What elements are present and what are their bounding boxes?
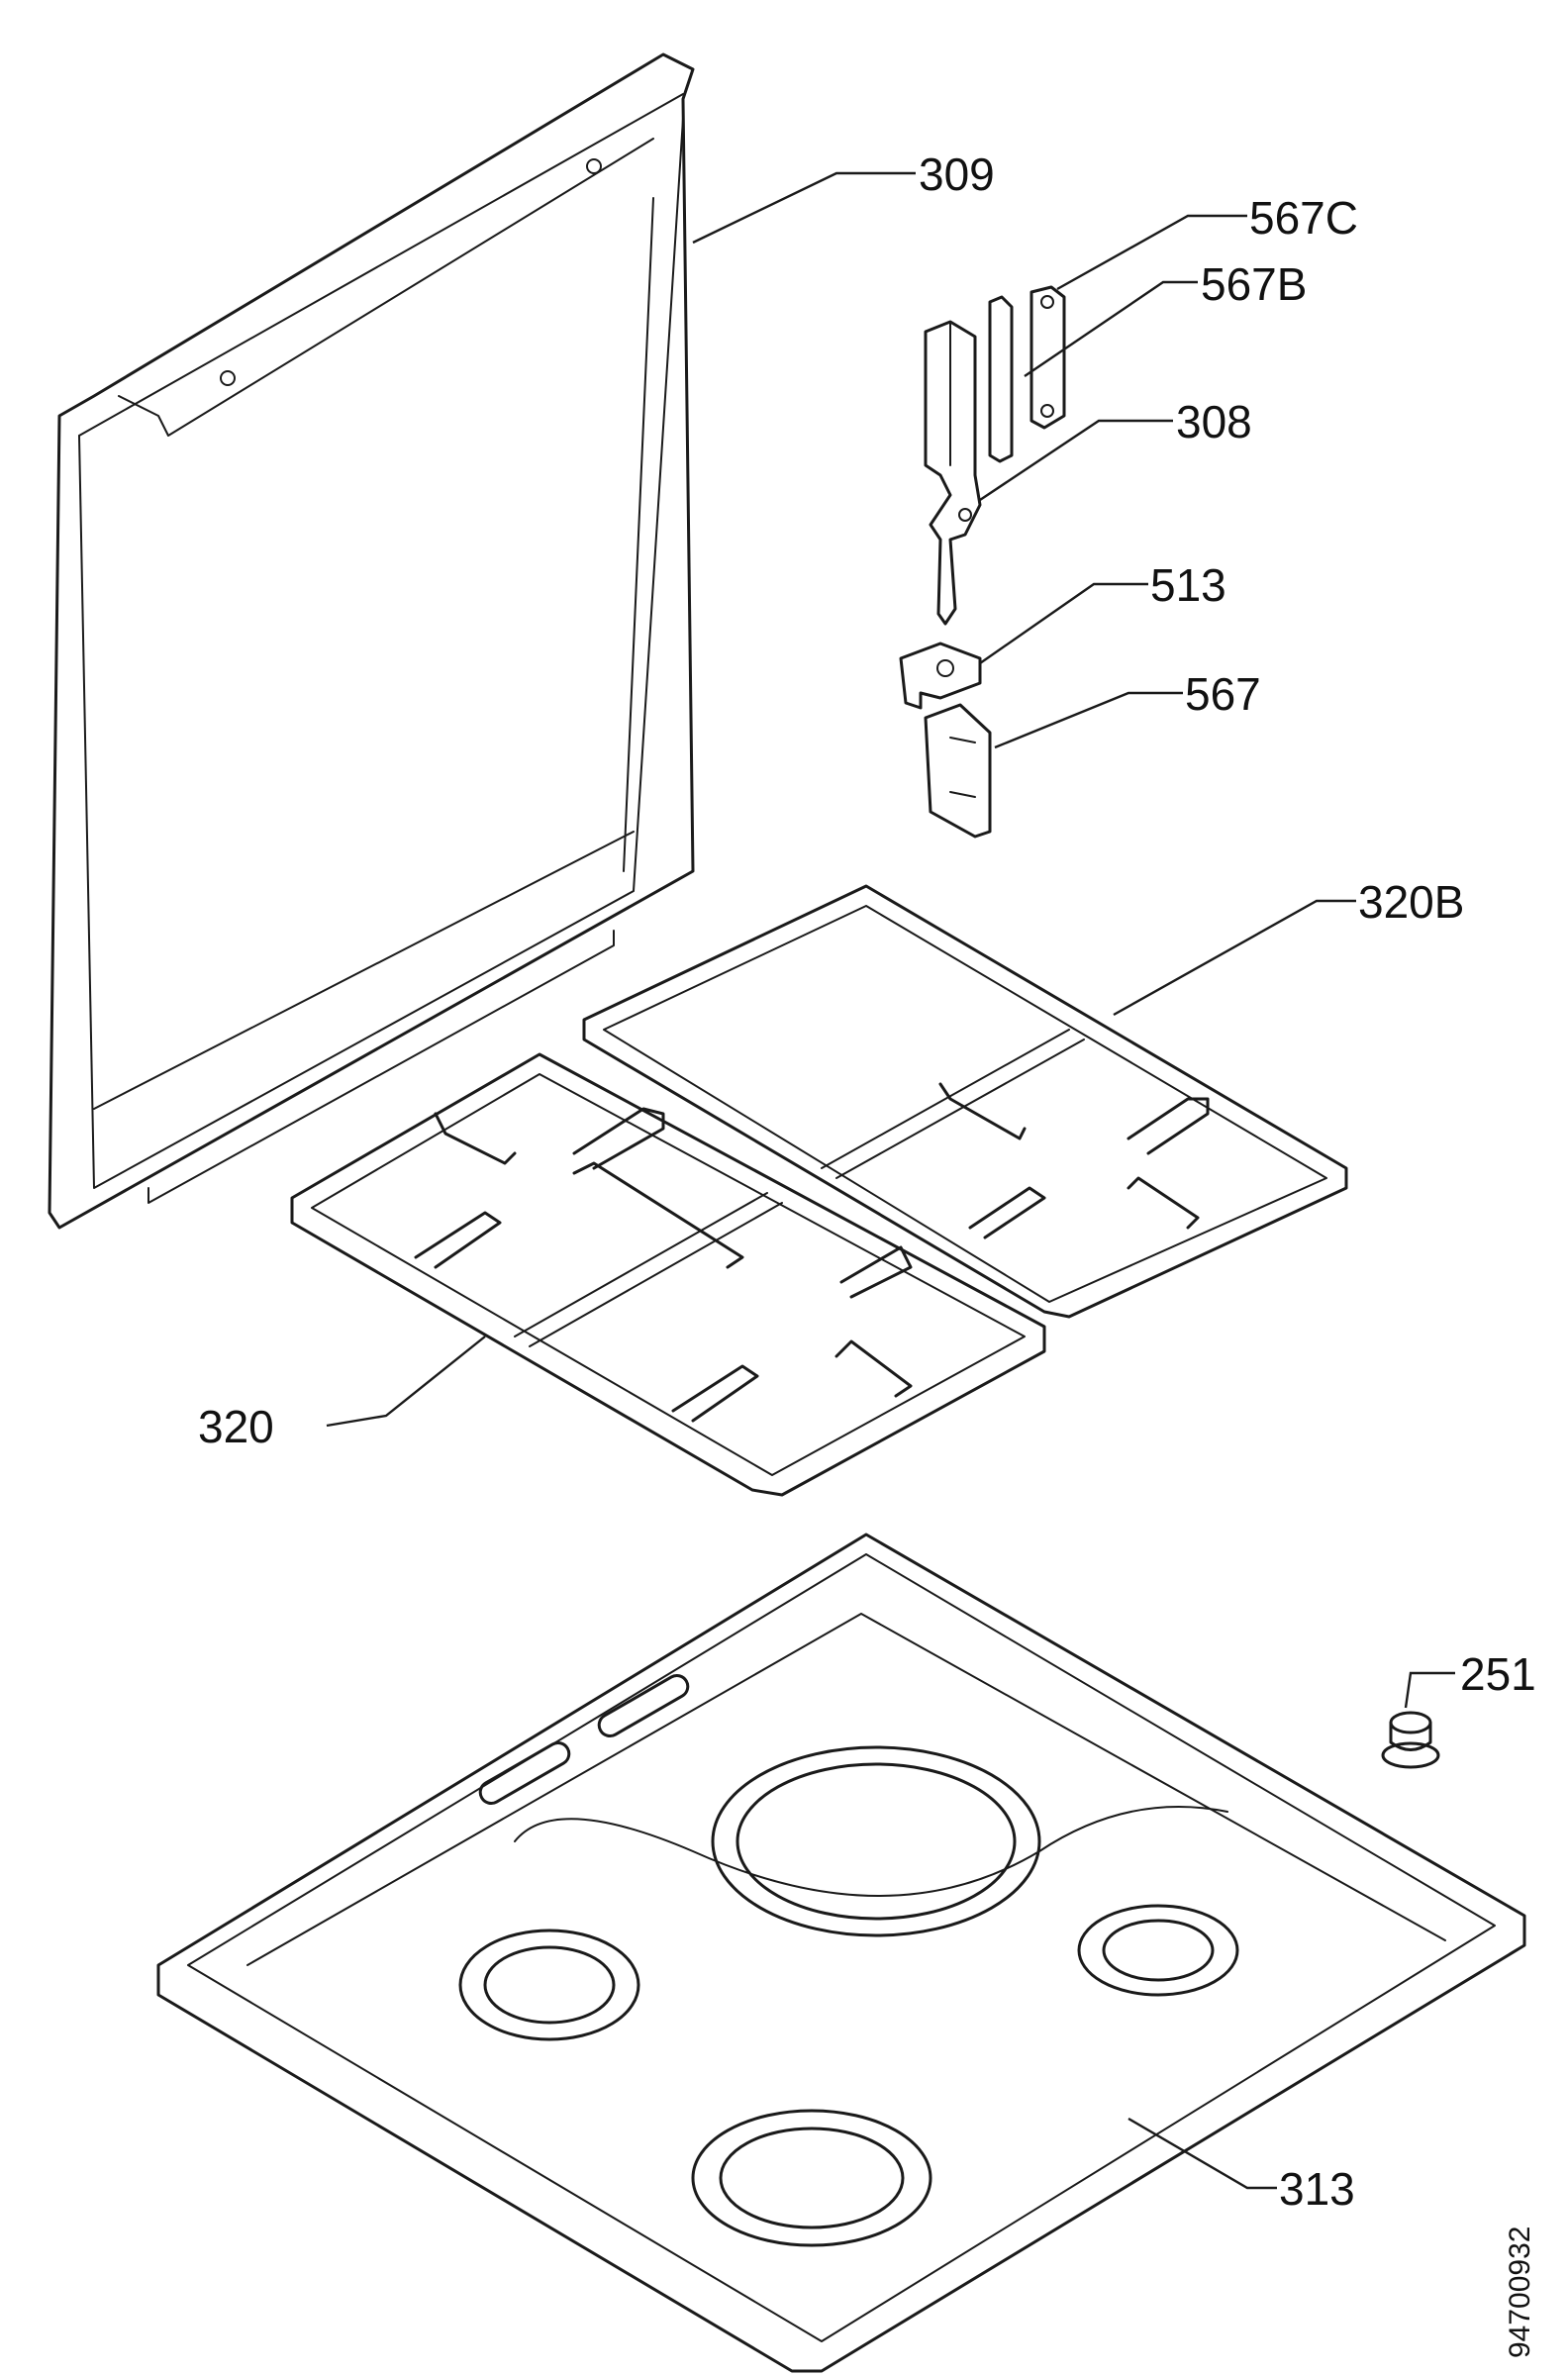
- burner-ring-large: [711, 1745, 1041, 1937]
- part-313-hob: [156, 1533, 1526, 2373]
- hole-icon: [220, 370, 236, 386]
- leader-lines: [326, 171, 1455, 2190]
- burner-ring-front: [691, 2109, 932, 2247]
- label-313: 313: [1279, 2163, 1355, 2215]
- part-308-hinge: [924, 320, 982, 626]
- burner-ring-right: [1077, 1904, 1239, 1997]
- slot-icon: [478, 1741, 571, 1805]
- label-567b: 567B: [1201, 258, 1307, 310]
- label-308: 308: [1176, 396, 1252, 447]
- label-567: 567: [1185, 668, 1261, 720]
- label-320: 320: [198, 1401, 274, 1452]
- part-320b-grid: [582, 884, 1348, 1319]
- part-513-bracket: [899, 642, 982, 710]
- part-567b-strip: [988, 295, 1014, 463]
- slot-icon: [597, 1674, 690, 1737]
- document-number: 94700932: [1504, 2227, 1536, 2358]
- label-320b: 320B: [1358, 876, 1464, 928]
- part-567-plate: [924, 703, 992, 839]
- part-251-foot: [1381, 1711, 1440, 1769]
- hole-icon: [586, 158, 602, 174]
- part-320-grid: [290, 1052, 1046, 1497]
- part-567c-plate: [1029, 285, 1066, 430]
- part-309-lid: [48, 52, 695, 1230]
- label-567c: 567C: [1249, 192, 1358, 244]
- burner-ring-left: [458, 1929, 640, 2041]
- label-513: 513: [1150, 559, 1226, 611]
- label-251: 251: [1460, 1648, 1536, 1700]
- label-309: 309: [919, 148, 995, 200]
